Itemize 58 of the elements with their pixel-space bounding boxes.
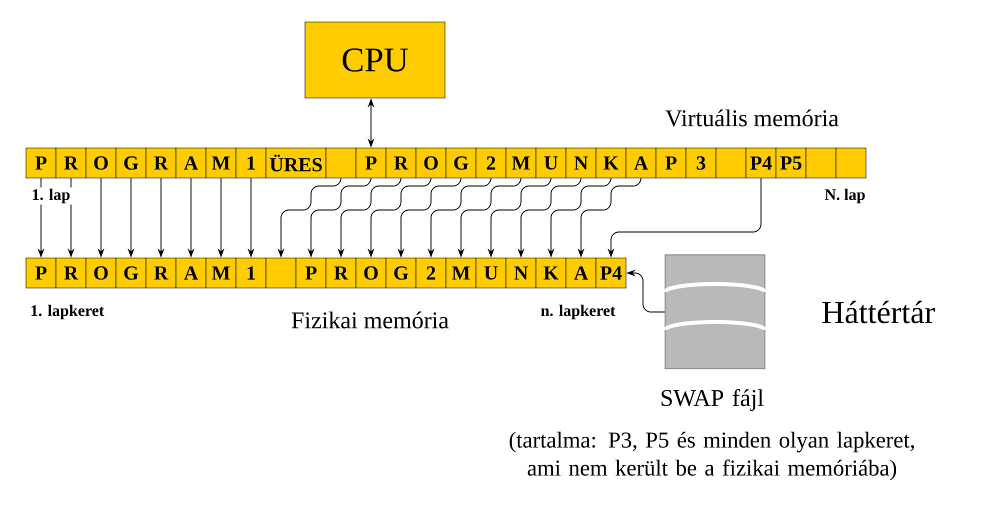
memory-cell bbox=[716, 148, 746, 178]
memory-cell: P5 bbox=[776, 148, 806, 178]
memory-cell: A bbox=[626, 148, 656, 178]
cpu-box: CPU bbox=[304, 22, 446, 98]
memory-label: N. lap bbox=[824, 188, 865, 204]
cylinder-drawing bbox=[663, 254, 767, 370]
memory-cell: M bbox=[446, 258, 476, 288]
memory-cell: A bbox=[176, 258, 206, 288]
memory-cell: P4 bbox=[746, 148, 776, 178]
memory-cell: A bbox=[176, 148, 206, 178]
memory-cell: R bbox=[56, 258, 86, 288]
memory-cell bbox=[326, 148, 356, 178]
memory-cell: A bbox=[566, 258, 596, 288]
memory-cell: K bbox=[596, 148, 626, 178]
memory-cell bbox=[836, 148, 866, 178]
memory-cell: P bbox=[656, 148, 686, 178]
memory-cell: R bbox=[56, 148, 86, 178]
memory-cell: N bbox=[506, 258, 536, 288]
memory-cell: G bbox=[116, 148, 146, 178]
memory-label: Virtuális memória bbox=[665, 109, 839, 127]
memory-cell: 1 bbox=[236, 258, 266, 288]
memory-cell: R bbox=[386, 148, 416, 178]
memory-cell: 3 bbox=[686, 148, 716, 178]
memory-cell: M bbox=[206, 148, 236, 178]
memory-cell: P bbox=[26, 258, 56, 288]
memory-cell: R bbox=[146, 148, 176, 178]
storage-caption: SWAP fájl bbox=[662, 389, 764, 411]
memory-cell bbox=[806, 148, 836, 178]
memory-cell: N bbox=[566, 148, 596, 178]
storage-caption: Háttértár bbox=[822, 300, 935, 324]
memory-cell: O bbox=[86, 148, 116, 178]
memory-cell: P bbox=[26, 148, 56, 178]
memory-cell: O bbox=[416, 148, 446, 178]
memory-label: 1. lapkeret bbox=[32, 304, 104, 320]
memory-label: Fizikai memória bbox=[292, 312, 449, 328]
memory-cell: ÜRES bbox=[266, 148, 326, 178]
memory-cell: P bbox=[356, 148, 386, 178]
memory-cell: 2 bbox=[476, 148, 506, 178]
memory-cell: O bbox=[356, 258, 386, 288]
storage-caption: (tartalma: P3, P5 és minden olyan lapkeret, ami nem került be a fizikai memóriába) bbox=[510, 432, 914, 480]
memory-cell: 1 bbox=[236, 148, 266, 178]
memory-cell: U bbox=[536, 148, 566, 178]
memory-cell: R bbox=[146, 258, 176, 288]
memory-cell: U bbox=[476, 258, 506, 288]
memory-cell: P4 bbox=[596, 258, 626, 288]
memory-cell: O bbox=[86, 258, 116, 288]
memory-cell bbox=[266, 258, 296, 288]
memory-cell: P bbox=[296, 258, 326, 288]
memory-label: 1. lap bbox=[30, 187, 72, 205]
memory-cell: 2 bbox=[416, 258, 446, 288]
memory-cell: G bbox=[446, 148, 476, 178]
memory-cell: M bbox=[206, 258, 236, 288]
memory-label: n. lapkeret bbox=[541, 304, 616, 320]
memory-cell: K bbox=[536, 258, 566, 288]
memory-cell: G bbox=[116, 258, 146, 288]
memory-cell: R bbox=[326, 258, 356, 288]
memory-cell: M bbox=[506, 148, 536, 178]
memory-cell: G bbox=[386, 258, 416, 288]
